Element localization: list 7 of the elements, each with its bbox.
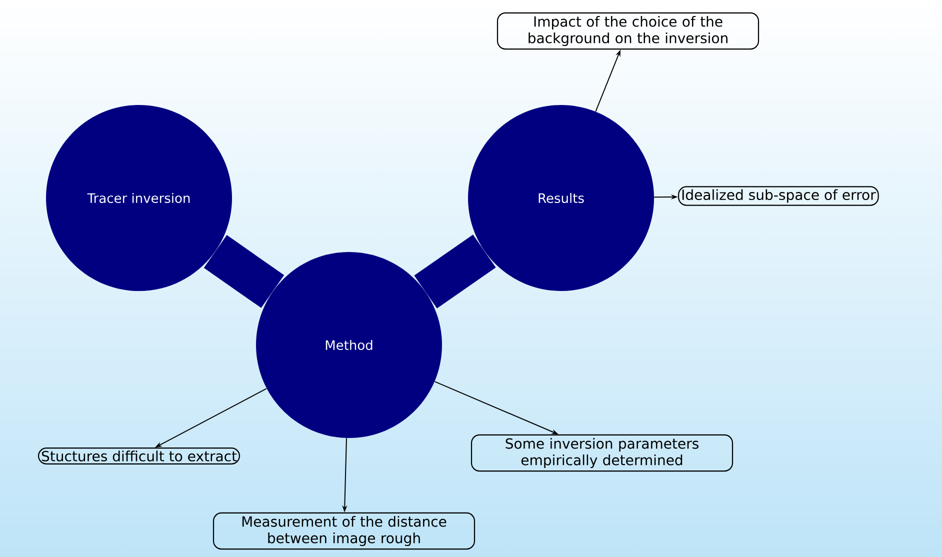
topic-connector xyxy=(204,235,284,308)
note-box: Measurement of the distance between image rough xyxy=(212,512,476,550)
note-box: Some inversion parameters empirically determined xyxy=(470,434,734,472)
note-box: Idealized sub-space of error xyxy=(678,186,879,206)
topic-connector xyxy=(414,234,496,308)
note-box: Impact of the choice of the background on the inversion xyxy=(496,12,760,50)
note-box: Stuctures difficult to extract xyxy=(38,448,240,464)
